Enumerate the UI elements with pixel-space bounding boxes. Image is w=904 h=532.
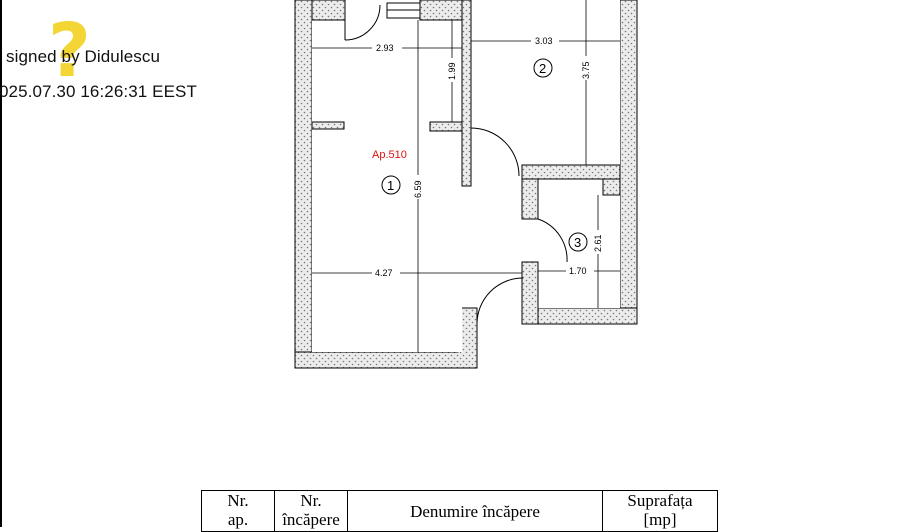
table-header-row: Nr. ap. Nr. încăpere Denumire încăpere S… xyxy=(201,490,718,532)
signature-line-2: 025.07.30 16:26:31 EEST xyxy=(0,82,197,101)
dim-2-61: 2.61 xyxy=(593,234,603,252)
room-number-2: 2 xyxy=(539,61,546,76)
wall-right xyxy=(619,0,638,325)
dim-1-70: 1.70 xyxy=(569,266,587,276)
doors xyxy=(344,4,568,325)
dim-4-27: 4.27 xyxy=(375,268,393,278)
window-top xyxy=(386,2,421,19)
room-table: Nr. ap. Nr. încăpere Denumire încăpere S… xyxy=(201,490,718,532)
dim-3-03: 3.03 xyxy=(535,36,553,46)
dim-2-93: 2.93 xyxy=(376,43,394,53)
wall-left xyxy=(294,0,313,369)
header-denumire: Denumire încăpere xyxy=(347,490,603,532)
header-nr-incapere: Nr. încăpere xyxy=(274,490,348,532)
header-nr-ap: Nr. ap. xyxy=(201,490,275,532)
signature-line-1: signed by Didulescu xyxy=(6,47,161,66)
dim-6-59: 6.59 xyxy=(413,180,423,198)
rooms xyxy=(312,0,620,352)
room-markers: 1 2 3 xyxy=(381,58,588,252)
dim-3-75: 3.75 xyxy=(581,61,591,79)
page-left-border xyxy=(0,0,2,527)
apartment-label: Ap.510 xyxy=(372,149,407,161)
room-number-1: 1 xyxy=(387,178,394,193)
wall-room3-bottom xyxy=(521,307,638,325)
signature-question-mark: ? xyxy=(48,8,91,94)
header-suprafata: Suprafața [mp] xyxy=(602,490,718,532)
dimension-labels: 2.93 3.03 1.99 3.75 6.59 4.27 2.61 1.70 xyxy=(372,35,604,278)
room-number-3: 3 xyxy=(574,235,581,250)
dim-1-99: 1.99 xyxy=(447,62,457,80)
